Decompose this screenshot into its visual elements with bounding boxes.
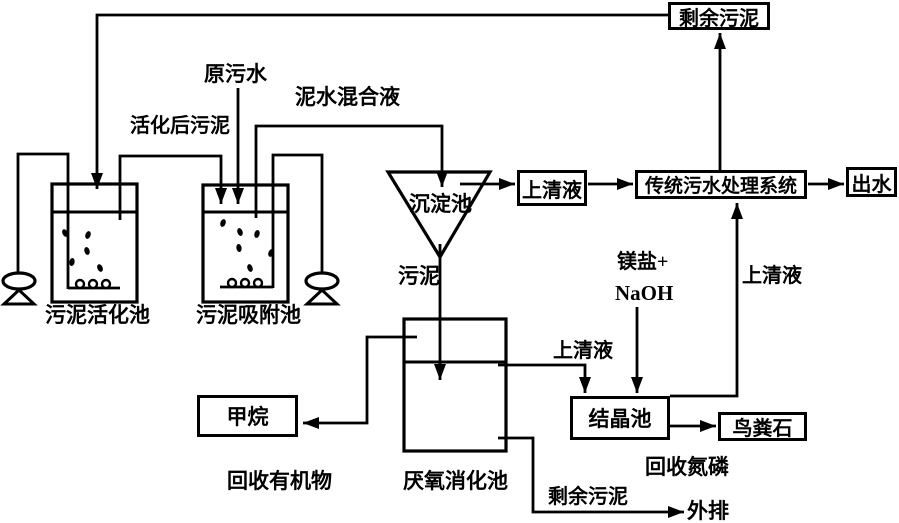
- node-supernatant: 上清液: [517, 170, 587, 206]
- label-supernatant-mid: 上清液: [553, 340, 613, 362]
- node-effluent: 出水: [846, 167, 897, 197]
- label-mixed-liquor: 泥水混合液: [295, 85, 400, 109]
- digestion-tank-shape: [402, 317, 508, 453]
- flow-crystallization-supernatant: [670, 203, 743, 398]
- label-adsorption-tank: 污泥吸附池: [196, 303, 301, 327]
- flow-excess-sludge-discharge: [498, 436, 684, 518]
- diffuser-bubbles: [74, 278, 112, 290]
- label-activation-tank: 污泥活化池: [45, 303, 150, 327]
- bubbles: [62, 229, 103, 272]
- label-discharge: 外排: [687, 499, 729, 523]
- adsorption-tank-shape: [201, 183, 290, 304]
- node-struvite: 鸟粪石: [718, 412, 807, 441]
- label-excess-sludge-bottom: 剩余污泥: [548, 486, 628, 508]
- label-naoh: NaOH: [615, 281, 674, 305]
- label-raw-sewage: 原污水: [204, 62, 267, 86]
- label-recover-organics: 回收有机物: [227, 469, 332, 493]
- blower-icon: [0, 287, 38, 306]
- label-digestion-tank: 厌氧消化池: [403, 469, 508, 493]
- blower-icon: [1, 271, 37, 291]
- node-conventional-system: 传统污水处理系统: [635, 170, 807, 199]
- node-excess-sludge: 剩余污泥: [668, 2, 770, 30]
- label-recover-np: 回收氮磷: [645, 455, 729, 479]
- adsorption-aeration-pipe: [271, 153, 324, 288]
- flow-excess-sludge-return: [91, 13, 668, 189]
- label-sedimentation-tank: 沉淀池: [409, 192, 472, 216]
- label-activated-sludge: 活化后污泥: [130, 115, 230, 137]
- flow-activated-sludge: [118, 154, 227, 220]
- node-crystallization: 结晶池: [570, 396, 670, 440]
- node-methane: 甲烷: [197, 395, 298, 437]
- bubbles: [220, 219, 274, 272]
- diffuser-bubbles: [226, 277, 264, 289]
- blower-icon: [303, 287, 341, 306]
- label-magnesium-salt: 镁盐+: [617, 251, 669, 273]
- flow-mixed-liquor: [254, 124, 448, 218]
- activation-aeration-pipe: [16, 152, 70, 289]
- flow-digestion-supernatant: [498, 363, 591, 393]
- label-sludge: 污泥: [398, 264, 440, 288]
- blower-icon: [304, 271, 340, 291]
- label-supernatant-right: 上清液: [742, 265, 802, 287]
- flow-biogas-to-methane: [303, 335, 417, 429]
